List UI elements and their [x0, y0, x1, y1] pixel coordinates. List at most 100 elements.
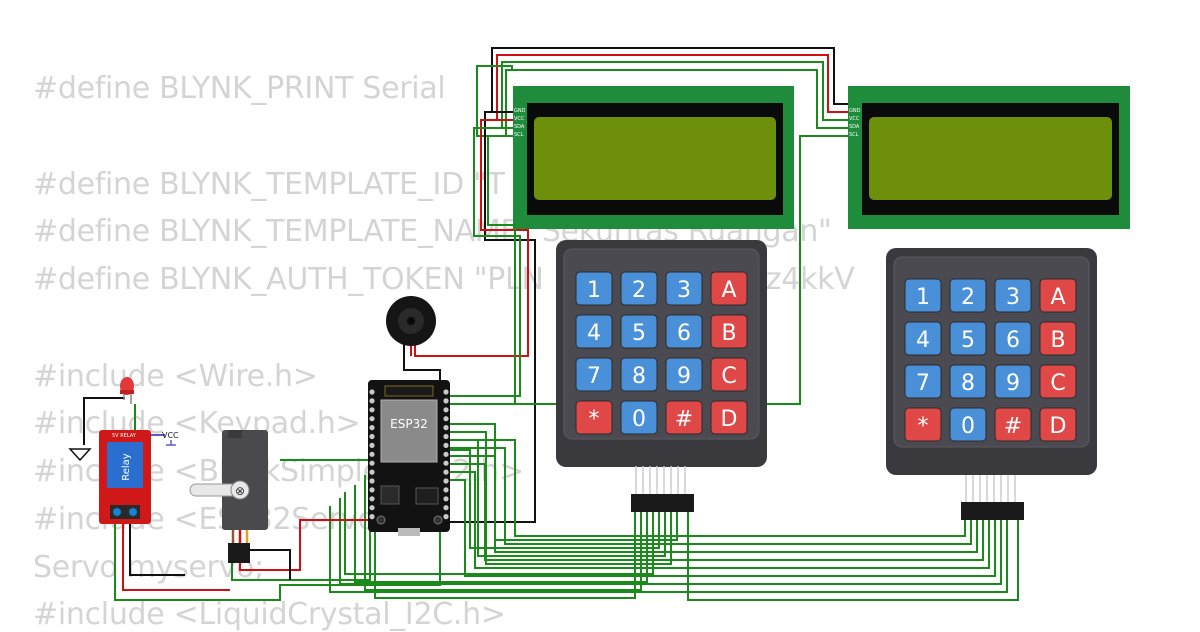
- keypad-key-1[interactable]: 1: [575, 271, 613, 306]
- esp32-pin[interactable]: [369, 487, 375, 493]
- esp32-pin[interactable]: [369, 469, 375, 475]
- esp32-pin[interactable]: [443, 398, 449, 404]
- esp32-pin[interactable]: [369, 460, 375, 466]
- wire-servo-signal: [231, 530, 371, 581]
- keypad-key-6[interactable]: 6: [994, 321, 1032, 356]
- keypad-key-label: 5: [632, 321, 646, 346]
- esp32-pin[interactable]: [443, 389, 449, 395]
- keypad-key-0[interactable]: 0: [949, 407, 987, 442]
- keypad-key-1[interactable]: 1: [904, 278, 942, 313]
- esp32-pin[interactable]: [369, 478, 375, 484]
- lcd-pin-label: SCL: [514, 132, 524, 138]
- lcd-display-1[interactable]: GND VCC SDA SCL: [513, 86, 794, 229]
- keypad-key-label: 8: [632, 364, 646, 389]
- keypad-key-D[interactable]: D: [710, 400, 748, 435]
- esp32-pin[interactable]: [443, 505, 449, 511]
- esp32-pin[interactable]: [443, 496, 449, 502]
- esp32-pin[interactable]: [369, 398, 375, 404]
- keypad-key-label: 0: [961, 414, 975, 439]
- wire-keypad2: [450, 471, 990, 569]
- esp32-pin[interactable]: [443, 433, 449, 440]
- wire-servo-gnd: [247, 549, 291, 580]
- servo-motor[interactable]: ⊗: [189, 430, 268, 563]
- lcd-pin-label: VCC: [849, 116, 860, 122]
- code-line: #include <LiquidCrystal_I2C.h>: [33, 597, 506, 632]
- code-line: Servo myservo;: [33, 550, 264, 585]
- keypad-key-6[interactable]: 6: [665, 314, 703, 349]
- keypad-key-*[interactable]: *: [575, 400, 613, 435]
- keypad-key-3[interactable]: 3: [994, 278, 1032, 313]
- keypad-key-B[interactable]: B: [1039, 321, 1077, 356]
- servo-hub-icon: ⊗: [235, 484, 245, 498]
- keypad-key-label: B: [721, 321, 736, 346]
- wire-scl: [450, 135, 516, 405]
- wire-keypad2: [450, 455, 978, 553]
- keypad-key-D[interactable]: D: [1039, 407, 1077, 442]
- keypad-key-label: 4: [587, 321, 601, 346]
- keypad-key-9[interactable]: 9: [994, 364, 1032, 399]
- keypad-key-label: 5: [961, 328, 975, 353]
- keypad-key-8[interactable]: 8: [949, 364, 987, 399]
- keypad-key-#[interactable]: #: [665, 400, 703, 435]
- keypad-key-3[interactable]: 3: [665, 271, 703, 306]
- keypad-key-7[interactable]: 7: [575, 357, 613, 392]
- relay-module[interactable]: 5V RELAY Relay: [99, 430, 151, 524]
- esp32-pin[interactable]: [443, 487, 449, 493]
- keypad-key-label: A: [1050, 285, 1065, 310]
- led-red[interactable]: [120, 377, 134, 404]
- relay-top-text: 5V RELAY: [112, 433, 137, 439]
- vcc-label: VCC: [162, 431, 179, 440]
- esp32-pin[interactable]: [443, 514, 449, 520]
- keypad-key-#[interactable]: #: [994, 407, 1032, 442]
- esp32-pin[interactable]: [369, 496, 375, 502]
- code-line: #define BLYNK_PRINT Serial: [33, 71, 446, 106]
- esp32-pin[interactable]: [443, 442, 449, 448]
- keypad-key-8[interactable]: 8: [620, 357, 658, 392]
- keypad-key-label: 7: [916, 371, 930, 396]
- keypad-key-*[interactable]: *: [904, 407, 942, 442]
- keypad-key-4[interactable]: 4: [904, 321, 942, 356]
- keypad-key-A[interactable]: A: [1039, 278, 1077, 313]
- esp32-pin[interactable]: [443, 478, 449, 484]
- esp32-pin[interactable]: [443, 451, 449, 457]
- esp32-pin[interactable]: [369, 433, 375, 440]
- lcd-pin-label: SCL: [849, 132, 859, 138]
- lcd-pin-label: VCC: [514, 116, 525, 122]
- esp32-pin[interactable]: [369, 442, 375, 448]
- keypad-key-0[interactable]: 0: [620, 400, 658, 435]
- esp32-pin[interactable]: [369, 425, 375, 431]
- keypad-key-7[interactable]: 7: [904, 364, 942, 399]
- keypad-key-2[interactable]: 2: [949, 278, 987, 313]
- lcd-display-2[interactable]: GND VCC SDA SCL: [848, 86, 1130, 229]
- esp32-pin[interactable]: [369, 407, 375, 413]
- esp32-pin[interactable]: [443, 469, 449, 475]
- esp32-pin[interactable]: [369, 389, 375, 395]
- keypad-key-A[interactable]: A: [710, 271, 748, 306]
- keypad-key-B[interactable]: B: [710, 314, 748, 349]
- keypad-key-5[interactable]: 5: [949, 321, 987, 356]
- esp32-pin[interactable]: [443, 407, 449, 413]
- esp32-pin[interactable]: [443, 460, 449, 466]
- buzzer[interactable]: [386, 296, 436, 346]
- keypad-key-label: 1: [916, 285, 930, 310]
- esp32-pin[interactable]: [369, 505, 375, 511]
- vcc-symbol: VCC: [162, 431, 179, 446]
- keypad-key-9[interactable]: 9: [665, 357, 703, 392]
- esp32-pin[interactable]: [369, 451, 375, 457]
- esp32-board[interactable]: ESP32: [368, 380, 450, 536]
- wire-relay-vcc: [122, 524, 230, 591]
- esp32-pin[interactable]: [443, 425, 449, 431]
- esp32-pin[interactable]: [369, 514, 375, 520]
- relay-label: Relay: [121, 453, 132, 481]
- keypad-key-2[interactable]: 2: [620, 271, 658, 306]
- keypad-key-C[interactable]: C: [1039, 364, 1077, 399]
- wire-keypad2: [450, 479, 996, 577]
- keypad-key-4[interactable]: 4: [575, 314, 613, 349]
- keypad-key-C[interactable]: C: [710, 357, 748, 392]
- keypad-key-5[interactable]: 5: [620, 314, 658, 349]
- esp32-pin[interactable]: [443, 416, 449, 422]
- esp32-pin[interactable]: [369, 416, 375, 422]
